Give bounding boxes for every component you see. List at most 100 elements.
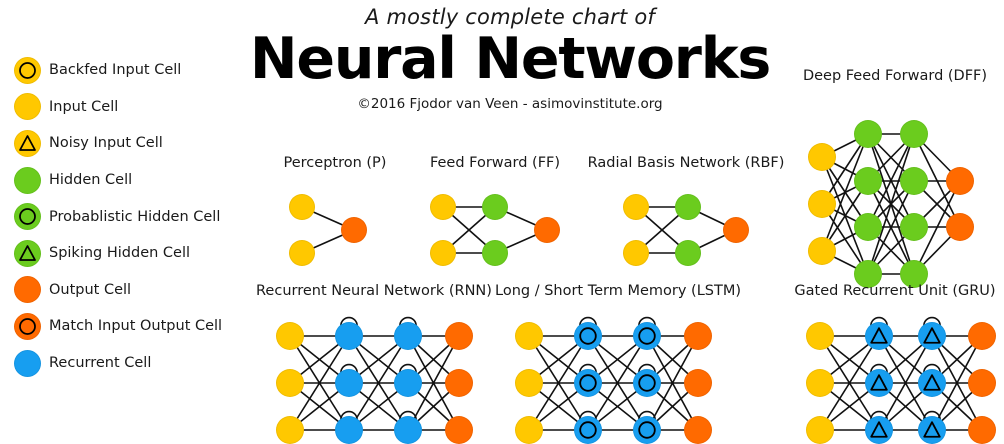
legend-item: Recurrent Cell — [0, 345, 240, 382]
circle-outline-node-icon — [14, 56, 41, 84]
network-node — [394, 369, 422, 397]
diagram-canvas — [256, 307, 484, 444]
inner-triangle-icon — [870, 327, 888, 344]
diagram-canvas — [786, 307, 1004, 444]
legend-item-label: Spiking Hidden Cell — [49, 245, 191, 262]
legend-item: Spiking Hidden Cell — [0, 235, 240, 272]
network-node — [430, 194, 456, 220]
diagram-title: Perceptron (P) — [283, 155, 387, 171]
page-title: Neural Networks — [249, 26, 771, 92]
network-node — [808, 143, 836, 171]
network-node — [806, 416, 834, 444]
inner-ring-icon — [19, 208, 36, 226]
diagram-title: Feed Forward (FF) — [429, 155, 561, 171]
diagram-feed-forward: Feed Forward (FF) — [414, 155, 576, 266]
inner-ring-icon — [638, 327, 656, 345]
legend-item-label: Input Cell — [49, 98, 119, 115]
circle-node-icon — [14, 93, 41, 121]
inner-triangle-icon — [19, 135, 36, 151]
network-node — [865, 322, 893, 350]
inner-ring-icon — [579, 374, 597, 392]
network-node — [675, 194, 701, 220]
diagram-title: Radial Basis Network (RBF) — [587, 155, 785, 171]
network-node — [806, 369, 834, 397]
network-node — [335, 322, 363, 350]
circle-outline-node-icon — [14, 56, 41, 84]
network-node — [276, 416, 304, 444]
network-node — [534, 217, 560, 243]
circle-triangle-node-icon — [14, 129, 41, 157]
circle-triangle-node-icon — [14, 129, 41, 157]
network-node — [623, 194, 649, 220]
network-node — [946, 167, 974, 195]
header-kicker: A mostly complete chart of — [365, 5, 655, 29]
header-credit: ©2016 Fjodor van Veen - asimovinstitute.… — [357, 96, 663, 113]
network-node — [968, 416, 996, 444]
legend-item-label: Noisy Input Cell — [49, 135, 163, 152]
network-node — [633, 369, 661, 397]
network-node — [335, 369, 363, 397]
network-node — [900, 120, 928, 148]
network-node — [574, 322, 602, 350]
inner-ring-icon — [638, 374, 656, 392]
circle-node-icon — [14, 166, 41, 194]
inner-ring-icon — [638, 421, 656, 439]
inner-triangle-icon — [923, 421, 941, 438]
circle-node-icon — [14, 349, 41, 377]
diagram-canvas — [495, 307, 725, 444]
network-node — [854, 213, 882, 241]
network-node — [445, 416, 473, 444]
diagram-title: Deep Feed Forward (DFF) — [802, 68, 988, 84]
diagram-radial-basis-network: Radial Basis Network (RBF) — [586, 155, 786, 266]
network-node — [445, 322, 473, 350]
legend-item-label: Recurrent Cell — [49, 355, 152, 372]
network-node — [865, 416, 893, 444]
diagram-lstm: Long / Short Term Memory (LSTM) — [495, 283, 742, 444]
network-node — [900, 213, 928, 241]
network-node — [289, 194, 315, 220]
circle-triangle-node-icon — [14, 239, 41, 267]
network-node — [482, 194, 508, 220]
diagram-canvas — [262, 185, 408, 266]
network-node — [918, 369, 946, 397]
legend-item: Match Input Output Cell — [0, 308, 240, 345]
chart-header: A mostly complete chart of Neural Networ… — [240, 0, 780, 112]
circle-outline-node-icon — [14, 312, 41, 340]
network-node — [865, 369, 893, 397]
legend-item: Hidden Cell — [0, 162, 240, 199]
network-node — [808, 237, 836, 265]
diagram-title: Gated Recurrent Unit (GRU) — [794, 283, 996, 299]
circle-outline-node-icon — [14, 203, 41, 231]
inner-ring-icon — [579, 327, 597, 345]
network-node — [684, 322, 712, 350]
network-node — [806, 322, 834, 350]
legend-item: Probablistic Hidden Cell — [0, 198, 240, 235]
network-node — [968, 322, 996, 350]
network-node — [684, 416, 712, 444]
network-node — [430, 240, 456, 266]
legend-item-label: Match Input Output Cell — [49, 318, 223, 335]
diagram-title: Recurrent Neural Network (RNN) — [256, 283, 492, 299]
diagram-title: Long / Short Term Memory (LSTM) — [495, 283, 742, 299]
network-node — [574, 416, 602, 444]
network-node — [723, 217, 749, 243]
network-node — [808, 190, 836, 218]
network-node — [633, 322, 661, 350]
circle-outline-node-icon — [14, 203, 41, 231]
network-node — [276, 322, 304, 350]
network-node — [341, 217, 367, 243]
network-node — [946, 213, 974, 241]
network-node — [574, 369, 602, 397]
network-node — [335, 416, 363, 444]
network-node — [900, 260, 928, 288]
inner-ring-icon — [19, 318, 36, 335]
legend-item: Backfed Input Cell — [0, 52, 240, 89]
network-node — [633, 416, 661, 444]
legend-item-label: Hidden Cell — [49, 172, 133, 189]
network-node — [918, 416, 946, 444]
diagram-deep-feed-forward: Deep Feed Forward (DFF) — [790, 68, 1000, 288]
diagram-canvas — [790, 94, 1000, 288]
network-node — [515, 322, 543, 350]
